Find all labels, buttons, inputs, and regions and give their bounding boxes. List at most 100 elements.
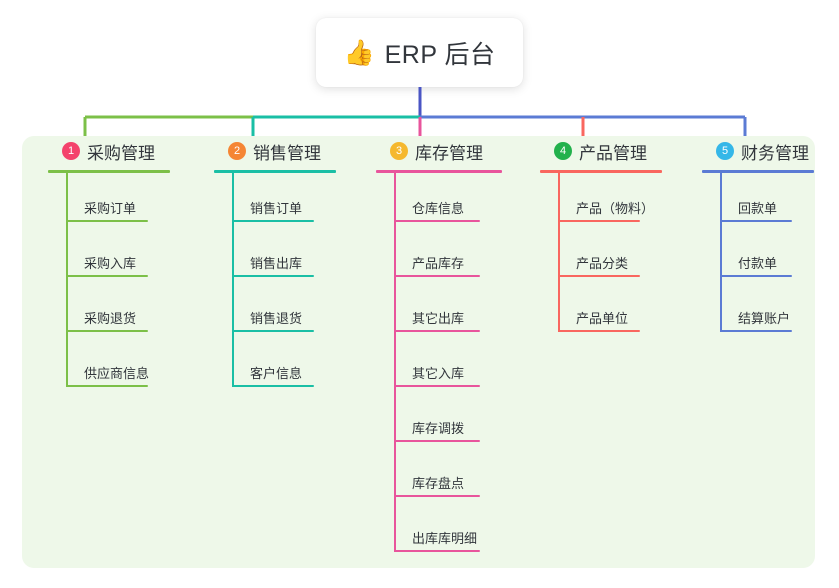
branch-underline xyxy=(376,170,502,173)
branch-item[interactable]: 产品（物料） xyxy=(540,173,700,228)
branch-item-rule xyxy=(66,275,148,277)
branch-item[interactable]: 采购退货 xyxy=(48,283,208,338)
branch-item-list: 销售订单销售出库销售退货客户信息 xyxy=(214,173,374,393)
branch-item[interactable]: 仓库信息 xyxy=(376,173,540,228)
branch-spine xyxy=(66,173,68,387)
branch-item-rule xyxy=(720,275,792,277)
branch-spine xyxy=(232,173,234,387)
branch-item-rule xyxy=(66,330,148,332)
branch-column: 5 财务管理回款单付款单结算账户 xyxy=(702,136,839,338)
branch-item-rule xyxy=(394,330,480,332)
branch-item[interactable]: 产品单位 xyxy=(540,283,700,338)
branch-title: 销售管理 xyxy=(253,143,321,163)
branch-item[interactable]: 回款单 xyxy=(702,173,839,228)
branch-item-label: 库存盘点 xyxy=(412,476,465,491)
branch-item-label: 付款单 xyxy=(738,256,778,271)
branch-item-rule xyxy=(720,220,792,222)
branch-item-list: 仓库信息产品库存其它出库其它入库库存调拨库存盘点出库库明细 xyxy=(376,173,540,558)
branch-column: 4 产品管理产品（物料） 产品分类产品单位 xyxy=(540,136,700,338)
branch-item-label: 其它出库 xyxy=(412,311,465,326)
branch-title: 产品管理 xyxy=(579,143,647,163)
branch-item-label: 供应商信息 xyxy=(84,366,150,381)
branch-item[interactable]: 结算账户 xyxy=(702,283,839,338)
branch-item-label: 销售出库 xyxy=(250,256,303,271)
branch-item-rule xyxy=(394,440,480,442)
root-title: ERP 后台 xyxy=(384,40,496,69)
branch-item[interactable]: 其它入库 xyxy=(376,338,540,393)
branch-item-label: 产品库存 xyxy=(412,256,465,271)
branch-item-rule xyxy=(394,220,480,222)
branch-header[interactable]: 3 库存管理 xyxy=(376,136,540,166)
branch-item-rule xyxy=(720,330,792,332)
branch-number-badge: 4 xyxy=(554,142,572,160)
branch-item[interactable]: 客户信息 xyxy=(214,338,374,393)
branch-number-badge: 3 xyxy=(390,142,408,160)
branch-title: 库存管理 xyxy=(415,143,483,163)
branch-item-label: 客户信息 xyxy=(250,366,303,381)
branch-item-rule xyxy=(394,385,480,387)
branch-item-label: 库存调拨 xyxy=(412,421,465,436)
thumbs-up-icon: 👍 xyxy=(343,38,375,67)
branch-item[interactable]: 销售订单 xyxy=(214,173,374,228)
branch-item-label: 产品（物料） xyxy=(576,201,655,216)
branch-item[interactable]: 采购入库 xyxy=(48,228,208,283)
branch-item-rule xyxy=(558,220,640,222)
branch-item[interactable]: 销售出库 xyxy=(214,228,374,283)
branch-item-rule xyxy=(394,550,480,552)
branch-item-label: 采购入库 xyxy=(84,256,137,271)
branch-item[interactable]: 产品分类 xyxy=(540,228,700,283)
branch-item[interactable]: 库存调拨 xyxy=(376,393,540,448)
branch-spine xyxy=(558,173,560,332)
branch-item-rule xyxy=(232,330,314,332)
branch-item-rule xyxy=(66,385,148,387)
branch-item-label: 回款单 xyxy=(738,201,778,216)
branch-item[interactable]: 库存盘点 xyxy=(376,448,540,503)
branch-column: 3 库存管理仓库信息产品库存其它出库其它入库库存调拨库存盘点出库库明细 xyxy=(376,136,540,558)
branch-header[interactable]: 4 产品管理 xyxy=(540,136,700,166)
branch-item[interactable]: 出库库明细 xyxy=(376,503,540,558)
branch-number-badge: 5 xyxy=(716,142,734,160)
branch-item-label: 产品分类 xyxy=(576,256,629,271)
branch-item-rule xyxy=(558,330,640,332)
branch-underline xyxy=(702,170,814,173)
branch-title: 财务管理 xyxy=(741,143,809,163)
branch-title: 采购管理 xyxy=(87,143,155,163)
branch-underline xyxy=(214,170,336,173)
branch-underline xyxy=(48,170,170,173)
branch-item-rule xyxy=(232,385,314,387)
branch-item[interactable]: 付款单 xyxy=(702,228,839,283)
branch-column: 2 销售管理销售订单销售出库销售退货客户信息 xyxy=(214,136,374,393)
branch-item[interactable]: 产品库存 xyxy=(376,228,540,283)
branch-item-label: 销售订单 xyxy=(250,201,303,216)
branch-item[interactable]: 采购订单 xyxy=(48,173,208,228)
branch-item-rule xyxy=(394,275,480,277)
branch-item-list: 产品（物料） 产品分类产品单位 xyxy=(540,173,700,338)
branch-item-label: 结算账户 xyxy=(738,311,791,326)
branch-spine xyxy=(720,173,722,332)
branch-item-label: 仓库信息 xyxy=(412,201,465,216)
branch-item-rule xyxy=(558,275,640,277)
branch-spine xyxy=(394,173,396,552)
branch-item[interactable]: 供应商信息 xyxy=(48,338,208,393)
branch-item-list: 采购订单采购入库采购退货供应商信息 xyxy=(48,173,208,393)
branch-item-label: 销售退货 xyxy=(250,311,303,326)
branch-item[interactable]: 销售退货 xyxy=(214,283,374,338)
branch-item-list: 回款单付款单结算账户 xyxy=(702,173,839,338)
root-node[interactable]: 👍 ERP 后台 xyxy=(316,18,523,87)
branch-item-label: 出库库明细 xyxy=(412,531,478,546)
branch-item-label: 产品单位 xyxy=(576,311,629,326)
branch-item-rule xyxy=(232,220,314,222)
branch-item-label: 采购订单 xyxy=(84,201,137,216)
branch-item[interactable]: 其它出库 xyxy=(376,283,540,338)
branch-item-rule xyxy=(394,495,480,497)
branch-number-badge: 2 xyxy=(228,142,246,160)
branch-underline xyxy=(540,170,662,173)
branch-item-rule xyxy=(66,220,148,222)
branch-item-label: 其它入库 xyxy=(412,366,465,381)
branch-header[interactable]: 2 销售管理 xyxy=(214,136,374,166)
branch-header[interactable]: 5 财务管理 xyxy=(702,136,839,166)
